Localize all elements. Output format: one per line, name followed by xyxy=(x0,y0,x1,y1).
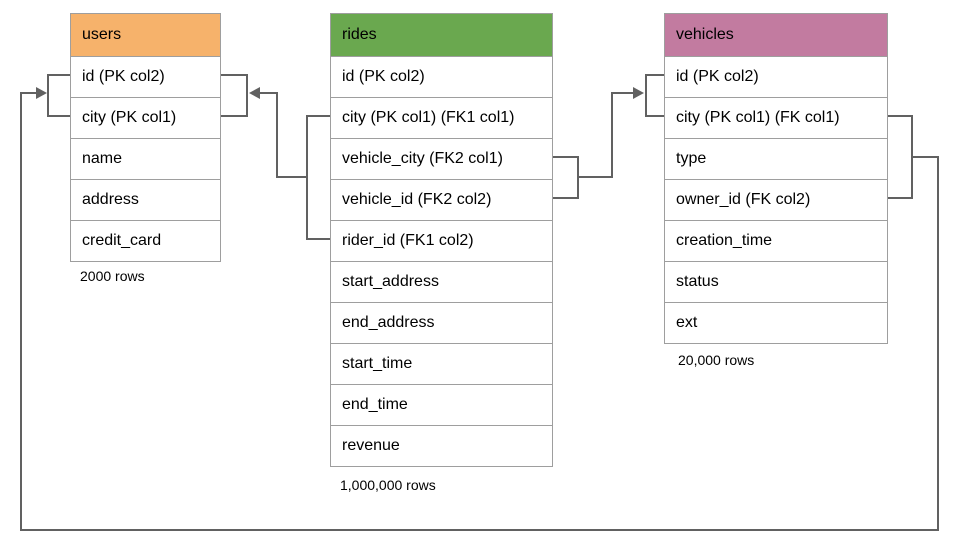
table-vehicles-column-creation-time: creation_time xyxy=(665,220,887,261)
table-users-column-name: name xyxy=(71,138,220,179)
table-rides-column-vehicle-city: vehicle_city (FK2 col1) xyxy=(331,138,552,179)
table-rides-column-rider-id: rider_id (FK1 col2) xyxy=(331,220,552,261)
table-users-column-id: id (PK col2) xyxy=(71,56,220,97)
connector-vehicles-users-target-bracket xyxy=(47,74,70,117)
table-vehicles-header: vehicles xyxy=(665,14,887,56)
table-vehicles: vehicles id (PK col2) city (PK col1) (FK… xyxy=(664,13,888,344)
table-rides-column-city: city (PK col1) (FK1 col1) xyxy=(331,97,552,138)
connector-rides-users-target-bracket xyxy=(221,74,248,117)
table-rides-column-revenue: revenue xyxy=(331,425,552,466)
table-rides: rides id (PK col2) city (PK col1) (FK1 c… xyxy=(330,13,553,467)
table-vehicles-column-status: status xyxy=(665,261,887,302)
table-users-header: users xyxy=(71,14,220,56)
users-row-count: 2000 rows xyxy=(80,268,145,284)
table-vehicles-column-type: type xyxy=(665,138,887,179)
vehicles-row-count: 20,000 rows xyxy=(678,352,755,368)
table-users: users id (PK col2) city (PK col1) name a… xyxy=(70,13,221,262)
connector-rides-vehicles-target-bracket xyxy=(645,74,664,117)
arrowhead-vehicles-users xyxy=(36,87,47,99)
table-vehicles-column-id: id (PK col2) xyxy=(665,56,887,97)
table-rides-column-start-time: start_time xyxy=(331,343,552,384)
table-rides-column-end-time: end_time xyxy=(331,384,552,425)
table-rides-column-start-address: start_address xyxy=(331,261,552,302)
table-rides-column-end-address: end_address xyxy=(331,302,552,343)
arrowhead-rides-users xyxy=(249,87,260,99)
connector-rides-vehicles-source-bracket xyxy=(553,156,579,199)
connector-group xyxy=(20,74,939,531)
table-rides-column-id: id (PK col2) xyxy=(331,56,552,97)
table-vehicles-column-ext: ext xyxy=(665,302,887,343)
table-users-column-city: city (PK col1) xyxy=(71,97,220,138)
connector-rides-users-line xyxy=(259,92,307,178)
rides-row-count: 1,000,000 rows xyxy=(340,477,436,493)
connector-rides-vehicles-line xyxy=(578,92,634,178)
connector-vehicles-users-line xyxy=(20,92,939,531)
arrowhead-rides-vehicles xyxy=(633,87,644,99)
table-vehicles-column-owner-id: owner_id (FK col2) xyxy=(665,179,887,220)
table-rides-column-vehicle-id: vehicle_id (FK2 col2) xyxy=(331,179,552,220)
table-vehicles-column-city: city (PK col1) (FK col1) xyxy=(665,97,887,138)
table-rides-header: rides xyxy=(331,14,552,56)
connector-vehicles-users-source-bracket xyxy=(888,115,913,199)
connector-rides-users-source-bracket xyxy=(306,115,330,240)
table-users-column-credit-card: credit_card xyxy=(71,220,220,261)
table-users-column-address: address xyxy=(71,179,220,220)
